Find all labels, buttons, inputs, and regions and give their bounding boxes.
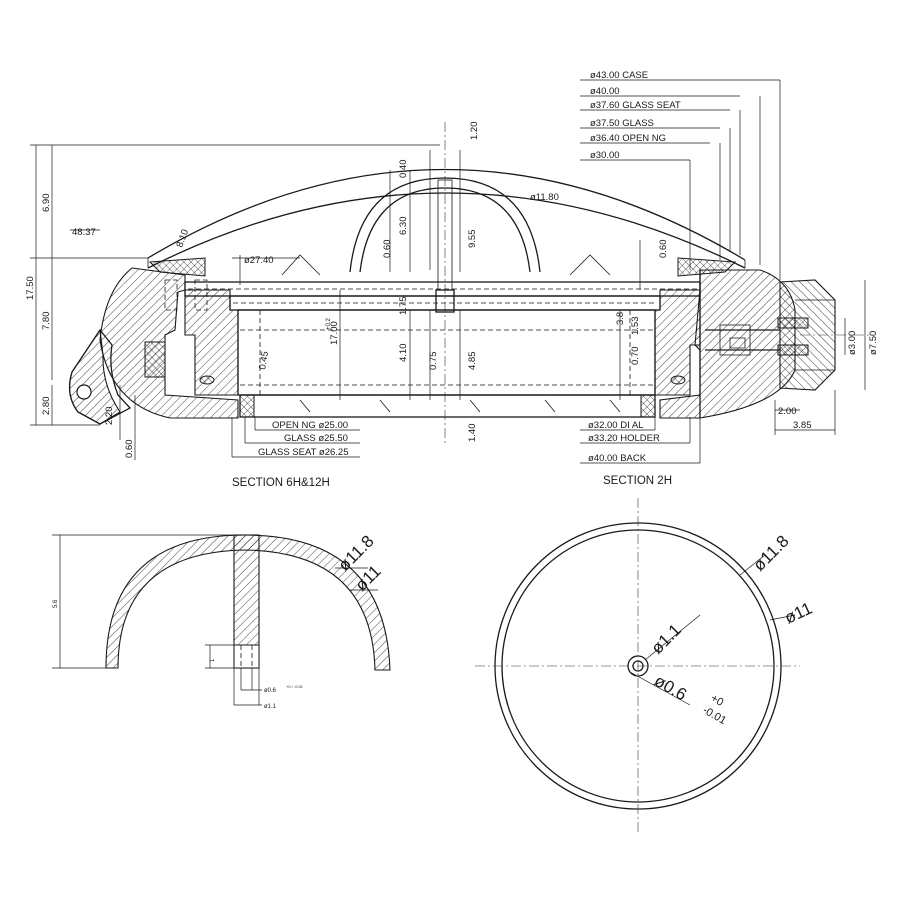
section-view: [30, 79, 870, 464]
hand-hole-tol: +0 / -0.01: [286, 684, 304, 689]
dim-0-40: 0.40: [398, 160, 409, 179]
dim-0-45: 0.45: [257, 350, 271, 370]
caseback-glass: [239, 394, 656, 418]
top-hole-dia: ø0.6: [651, 671, 690, 704]
callout-opening: ø36.40 OPEN NG: [590, 133, 666, 144]
dim-0-60-left: 0.60: [124, 440, 135, 459]
top-hole-tol-upper: +0: [709, 692, 726, 709]
callout-dial: ø32.00 DI AL: [588, 420, 643, 431]
callout-holder: ø33.20 HOLDER: [588, 433, 660, 444]
callout-case: ø43.00 CASE: [590, 70, 648, 81]
hand-hole-dia: ø0.6: [264, 688, 277, 694]
dim-17-00: 17.00: [329, 321, 340, 345]
glass-dome: [147, 168, 746, 261]
section-dimension-labels: 6.90 17.50 7.80 2.80 2.20 0.60 48.37 8.1…: [25, 122, 879, 459]
dim-0-60-right: 0.60: [658, 240, 669, 259]
callout-glass-25-5: GLASS ø25.50: [284, 433, 348, 444]
right-callouts: ø43.00 CASE ø40.00 ø37.60 GLASS SEAT ø37…: [590, 70, 681, 161]
dim-8-10: 8.10: [174, 228, 191, 249]
dim-2-00: 2.00: [778, 406, 797, 417]
dim-6-90: 6.90: [41, 194, 52, 213]
top-inner-dia: ø11: [782, 599, 815, 628]
hand-detail-view: 5.6 1 ø0.6 +0 / -0.01 ø1.1 ø11.8 ø11: [52, 532, 391, 710]
dim-1-20: 1.20: [469, 122, 480, 141]
dim-2-80: 2.80: [41, 397, 52, 416]
dim-17-00-tol: +0.2: [326, 317, 332, 330]
dim-1-75: 1.75: [398, 297, 409, 316]
dim-9-55: 9.55: [467, 230, 478, 249]
top-hole-tol-lower: -0.01: [701, 704, 729, 727]
top-outer-dia: ø11.8: [749, 532, 792, 575]
dim-4-10: 4.10: [398, 344, 409, 363]
hand-hole-depth: 1: [210, 658, 216, 662]
dim-27-40: ø27.40: [244, 255, 274, 266]
caption-section-2h: SECTION 2H: [603, 475, 672, 487]
dim-0-60-mid: 0.60: [382, 240, 393, 259]
dim-6-30: 6.30: [398, 217, 409, 236]
callout-40: ø40.00: [590, 86, 620, 97]
top-view: ø11.8 ø11 ø1.1 ø0.6 +0 -0.01: [475, 498, 815, 835]
dim-1-40: 1.40: [467, 424, 478, 443]
caption-section-6h-12h: SECTION 6H&12H: [232, 477, 330, 489]
dim-3-85: 3.85: [793, 420, 812, 431]
callout-30: ø30.00: [590, 150, 620, 161]
dim-48-37: 48.37: [72, 227, 96, 238]
dim-17-50: 17.50: [25, 276, 36, 300]
callout-opening-25: OPEN NG ø25.00: [272, 420, 348, 431]
callout-glass: ø37.50 GLASS: [590, 118, 654, 129]
hand-boss-dia: ø1.1: [264, 704, 277, 710]
dim-3-8: 3.8: [615, 312, 626, 325]
dim-11-80: ø11.80: [530, 192, 559, 203]
dim-1-53: 1.53: [630, 317, 641, 336]
hand-height: 5.6: [53, 599, 59, 608]
callout-back: ø40.00 BACK: [588, 453, 647, 464]
dim-7-50: ø7.50: [868, 331, 879, 355]
dim-0-70: 0.70: [630, 347, 641, 366]
dim-7-80: 7.80: [41, 312, 52, 331]
bottom-callouts: OPEN NG ø25.00 GLASS ø25.50 GLASS SEAT ø…: [258, 420, 660, 464]
callout-glass-seat: ø37.60 GLASS SEAT: [590, 100, 681, 111]
dim-2-20: 2.20: [104, 407, 115, 426]
top-boss-dia: ø1.1: [647, 620, 684, 657]
dim-4-85: 4.85: [467, 352, 478, 371]
callout-glass-seat-26-25: GLASS SEAT ø26.25: [258, 447, 348, 458]
dim-0-75: 0.75: [428, 352, 439, 371]
dim-3-00: ø3.00: [847, 331, 858, 355]
